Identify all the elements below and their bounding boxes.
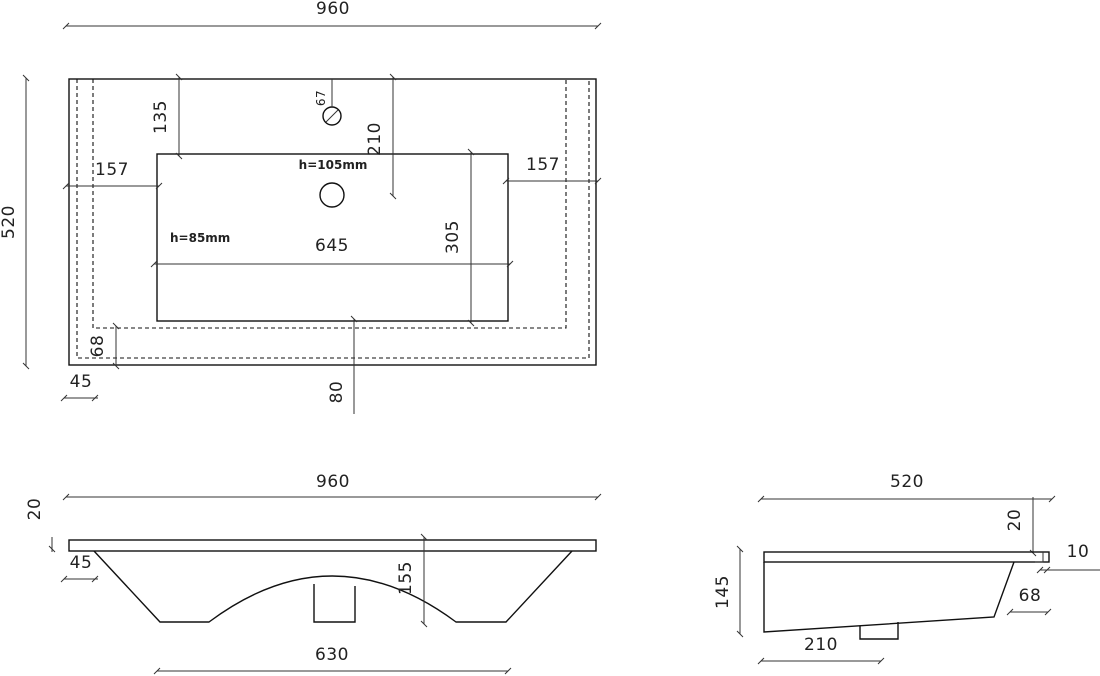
- front-basin-profile: [93, 550, 573, 623]
- outer-contour: [76, 79, 590, 359]
- side-view: 520 20 10 145 68 210: [713, 472, 1100, 665]
- bowl-width-label: 645: [315, 236, 349, 256]
- edge-offset-label: 45: [70, 372, 93, 392]
- front-top-slab: [68, 539, 597, 552]
- front-overall-width-label: 960: [316, 472, 350, 492]
- front-thickness-label: 20: [25, 498, 45, 521]
- left-margin-label: 157: [95, 160, 129, 180]
- tap-offset-label: 135: [151, 100, 171, 134]
- side-overall-depth-label: 520: [890, 472, 924, 492]
- top-view: 960 520 67 135 210 157: [0, 0, 602, 414]
- right-margin-label: 157: [526, 155, 560, 175]
- bowl-outline: [156, 153, 509, 322]
- side-lip: [1035, 552, 1044, 563]
- side-lip-label: 10: [1067, 542, 1090, 562]
- side-outlet: [859, 622, 899, 640]
- side-outlet-offset-label: 210: [804, 635, 838, 655]
- drain-offset-label: 210: [365, 122, 385, 156]
- front-offset-label: 80: [327, 381, 347, 404]
- front-edge-offset-label: 45: [70, 553, 93, 573]
- drain-hole: [319, 182, 345, 208]
- top-overall-depth-label: 520: [0, 205, 19, 239]
- front-depth-note: h=85mm: [170, 231, 230, 245]
- front-outlet: [313, 584, 356, 623]
- inner-contour: [92, 79, 567, 329]
- inner-offset-label: 68: [88, 335, 108, 358]
- bowl-depth-label: 305: [443, 220, 463, 254]
- top-overall-width-label: 960: [316, 0, 350, 19]
- front-view: 960 20 45 155 630: [25, 472, 602, 675]
- side-thickness-label: 20: [1005, 509, 1025, 532]
- back-depth-note: h=105mm: [299, 158, 368, 172]
- side-basin-profile: [763, 561, 1015, 633]
- side-height-label: 145: [713, 575, 733, 609]
- side-top-slab: [763, 551, 1050, 563]
- tap-hole-diameter-label: 67: [314, 90, 328, 106]
- front-bottom-width-label: 630: [315, 645, 349, 665]
- front-height-label: 155: [396, 561, 416, 595]
- side-front-offset-label: 68: [1019, 586, 1042, 606]
